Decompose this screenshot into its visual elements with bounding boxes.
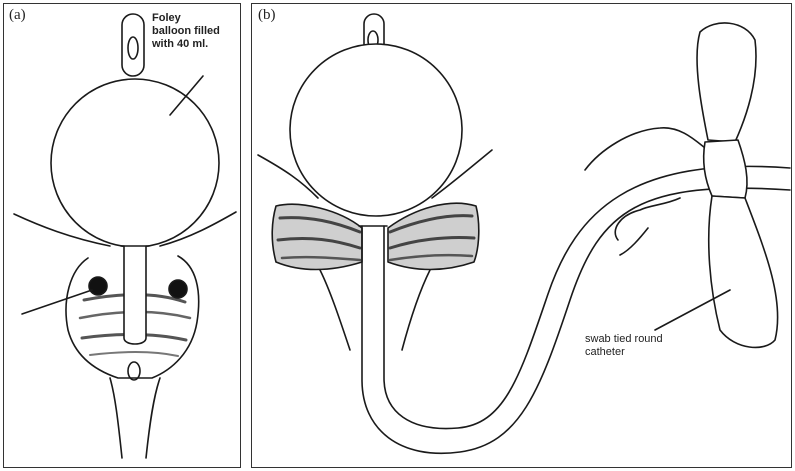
foley-label-line-2: balloon filled — [152, 25, 220, 38]
dot-left — [89, 277, 107, 295]
swab-label-line-1: swab tied round — [585, 333, 663, 346]
foley-label-line-1: Foley — [152, 12, 220, 25]
panel-b-letter: (b) — [258, 7, 276, 24]
swab-lower — [709, 196, 778, 347]
panel-a-letter: (a) — [9, 7, 26, 24]
swab-knot — [704, 140, 747, 198]
swab-upper — [697, 23, 756, 142]
panel-b-drawing — [258, 14, 790, 453]
foley-balloon — [51, 79, 219, 247]
foley-balloon-label: Foley balloon filled with 40 ml. — [152, 12, 220, 51]
catheter-tip — [122, 14, 144, 76]
dot-right — [169, 280, 187, 298]
catheter-shaft-a — [124, 246, 146, 344]
balloon-b — [290, 44, 462, 216]
panel-a-drawing — [14, 14, 236, 458]
foley-label-line-3: with 40 ml. — [152, 38, 220, 51]
dot-leader — [22, 290, 92, 314]
swab-label-line-2: catheter — [585, 346, 663, 359]
swab-label: swab tied round catheter — [585, 333, 663, 359]
